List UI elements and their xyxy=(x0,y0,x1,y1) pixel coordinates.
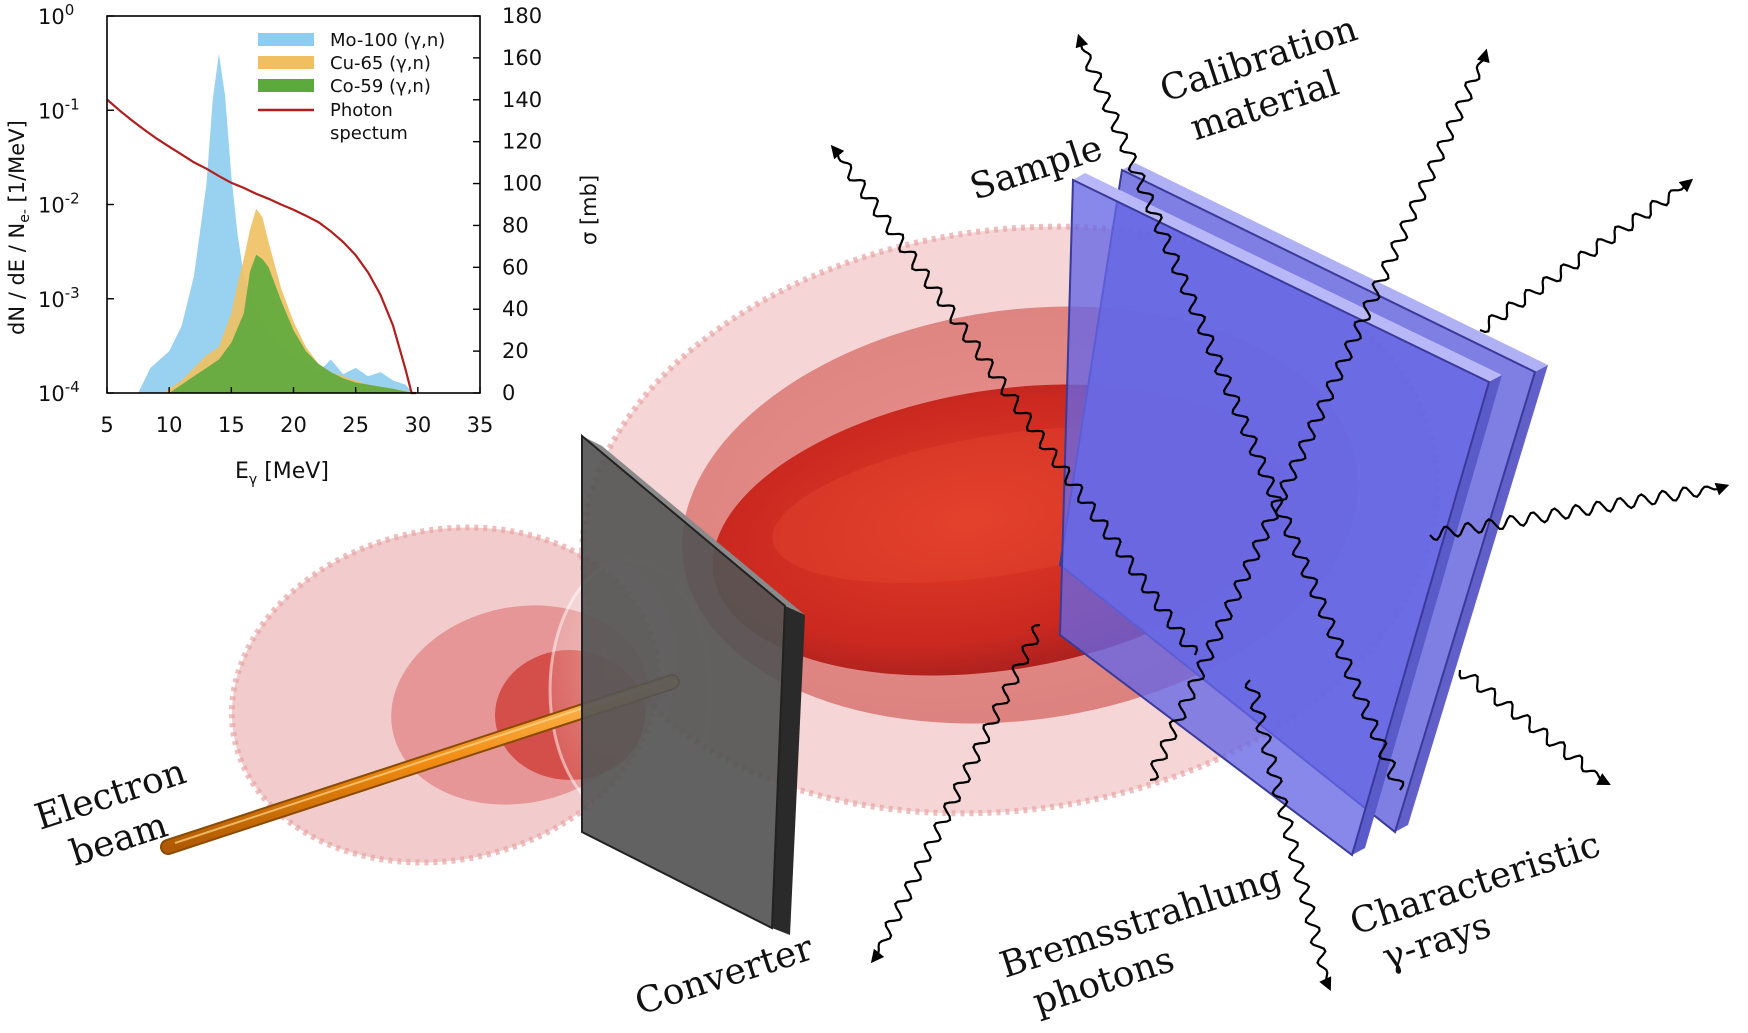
right-axis-label: σ [mb] xyxy=(577,175,601,245)
right-tick-label: 60 xyxy=(502,255,529,279)
right-tick-label: 0 xyxy=(502,381,515,405)
legend-label-mo100: Mo-100 (γ,n) xyxy=(330,30,445,51)
cross-section-chart: 5 10 15 20 25 30 35 100 10-1 10-2 10-3 10-4 0 20 40 6… xyxy=(0,0,601,500)
left-tick-label: 10-3 xyxy=(38,284,80,312)
left-axis-label-text: dN / dE / Ne- [1/MeV] xyxy=(5,120,33,335)
legend-label-cu65: Cu-65 (γ,n) xyxy=(330,53,431,74)
legend-label-co59: Co-59 (γ,n) xyxy=(330,76,431,97)
converter-label: Converter xyxy=(630,927,819,1023)
series-area-co-59-n xyxy=(107,254,413,393)
x-tick-label: 15 xyxy=(218,413,245,437)
x-tick-label: 35 xyxy=(467,413,494,437)
arrow-scattered-up xyxy=(830,144,1199,656)
right-tick-label: 100 xyxy=(502,172,542,196)
arrow-gamma-right xyxy=(1429,482,1730,542)
arrow-bremsstrahlung-down xyxy=(870,623,1041,964)
arrow-transmitted-up-right xyxy=(1149,48,1490,782)
photon-arrows xyxy=(830,33,1730,991)
x-axis-label: Eγ [MeV] xyxy=(235,459,329,488)
series-line-photon-spectum xyxy=(106,98,416,395)
x-tick-label: 20 xyxy=(280,413,307,437)
chart-legend: Mo-100 (γ,n) Cu-65 (γ,n) Co-59 (γ,n) Pho… xyxy=(258,30,445,144)
right-tick-label: 160 xyxy=(502,46,542,70)
right-tick-label: 140 xyxy=(502,88,542,112)
right-tick-label: 120 xyxy=(502,130,542,154)
chart-series-areas xyxy=(107,53,413,393)
left-tick-label: 10-1 xyxy=(38,95,80,123)
right-axis-ticks: 0 20 40 60 80 100 120 140 160 180 xyxy=(473,4,542,405)
x-tick-label: 30 xyxy=(404,413,431,437)
left-axis-ticks: 100 10-1 10-2 10-3 10-4 xyxy=(38,1,114,406)
arrow-gamma-upper-right xyxy=(1479,178,1694,334)
left-tick-label: 10-4 xyxy=(38,378,80,406)
legend-swatch-co59 xyxy=(258,79,314,92)
scene-illustration: Electron beam Converter Bremsstrahlung p… xyxy=(30,8,1730,1024)
right-tick-label: 180 xyxy=(502,4,542,28)
right-tick-label: 20 xyxy=(502,339,529,363)
legend-swatch-mo100 xyxy=(258,33,314,46)
right-tick-label: 80 xyxy=(502,213,529,237)
left-tick-label: 100 xyxy=(38,1,74,29)
x-axis-ticks: 5 10 15 20 25 30 35 xyxy=(100,387,493,437)
left-axis-label: dN / dE / Ne- [1/MeV] xyxy=(5,120,33,335)
x-tick-label: 25 xyxy=(342,413,369,437)
converter-plate xyxy=(581,433,805,935)
arrow-gamma-lower-right xyxy=(1458,669,1611,786)
right-tick-label: 40 xyxy=(502,297,529,321)
legend-label-photon: Photon spectum xyxy=(330,100,408,144)
sample-plate xyxy=(1058,173,1502,857)
left-tick-label: 10-2 xyxy=(38,190,80,218)
x-axis-label-text: Eγ [MeV] xyxy=(235,459,329,488)
legend-swatch-cu65 xyxy=(258,56,314,69)
x-tick-label: 10 xyxy=(156,413,183,437)
x-tick-label: 5 xyxy=(100,413,113,437)
arrow-transmitted-up-left xyxy=(1075,33,1405,791)
arrow-gamma-down xyxy=(1244,679,1332,991)
